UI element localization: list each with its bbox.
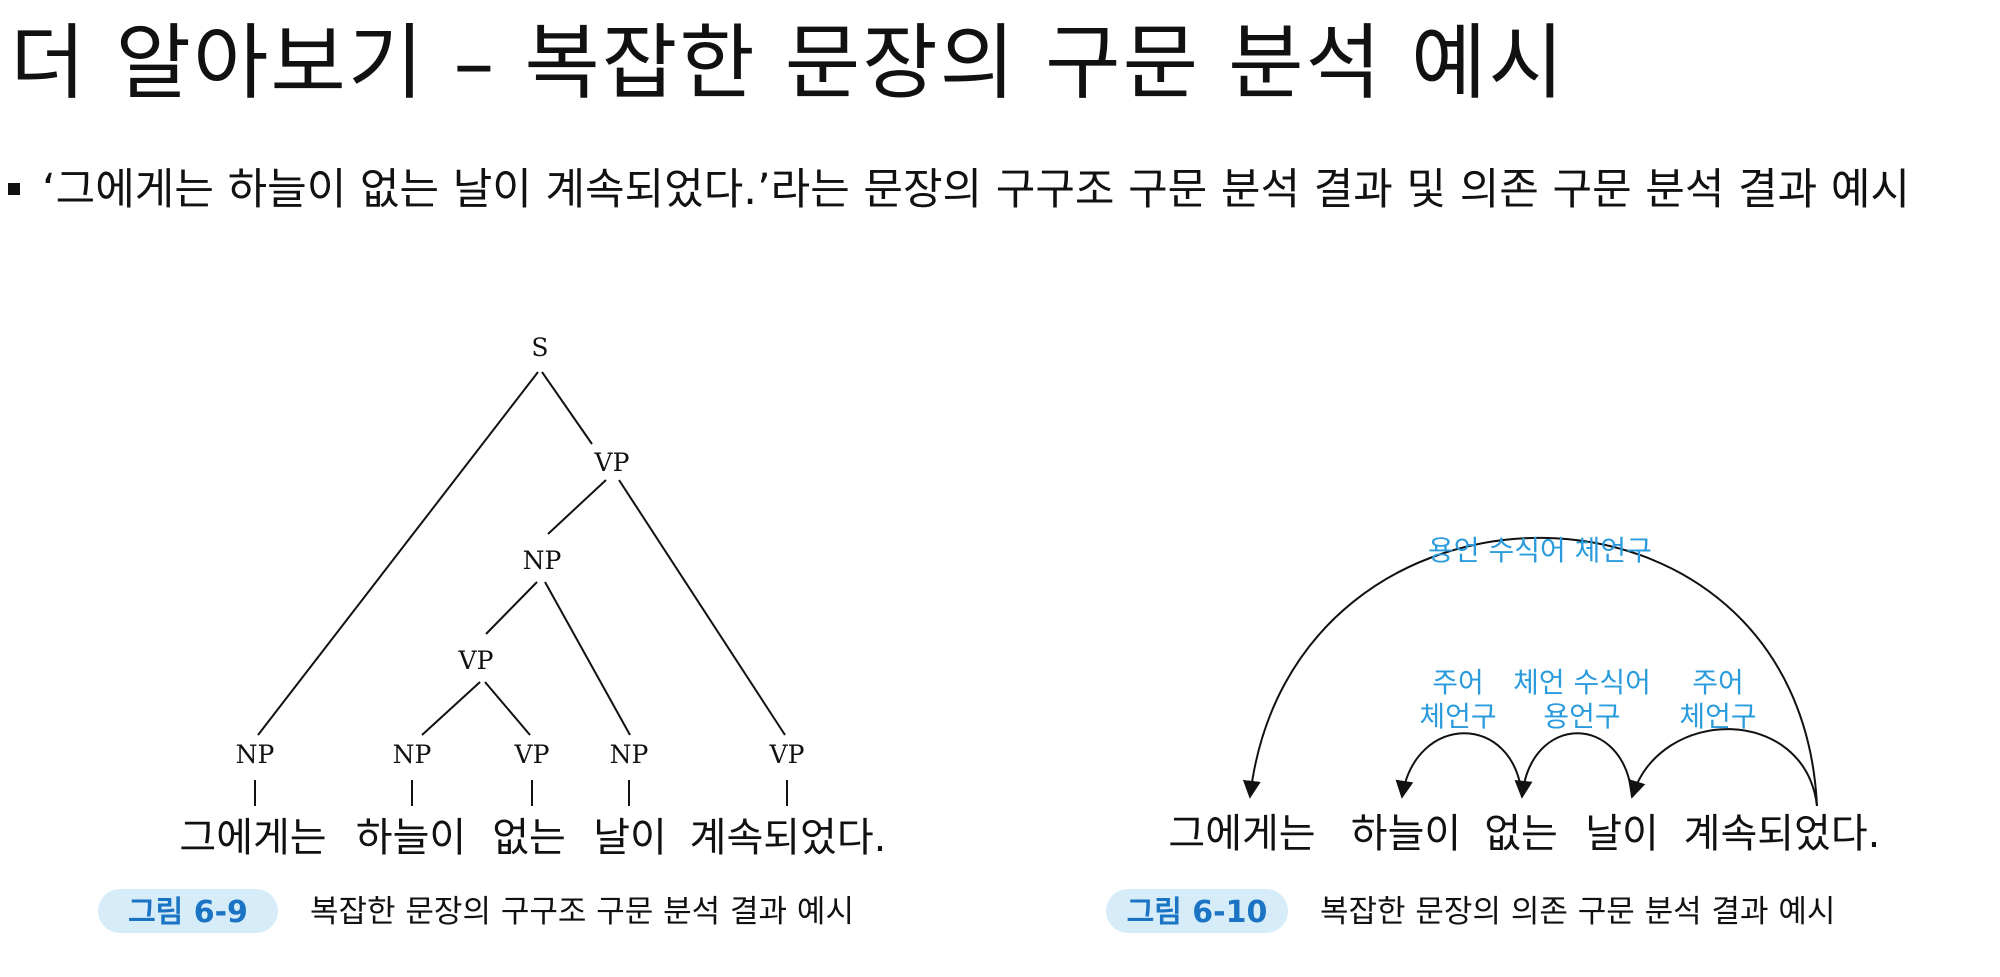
arc-outer (1242, 536, 1818, 807)
arc-label-a-line1: 주어 (1432, 666, 1484, 699)
edge-s-np1 (257, 371, 539, 736)
node-np-mid: NP (523, 546, 562, 575)
arc-a (1395, 732, 1523, 799)
node-vp-3: VP (514, 740, 550, 769)
edge-np-np4 (544, 581, 631, 736)
arc-c (1628, 728, 1818, 807)
tree-word-4: 날이 (593, 815, 667, 861)
node-s: S (531, 333, 548, 362)
caption-text-right: 복잡한 문장의 의존 구문 분석 결과 예시 (1320, 894, 1835, 930)
edge-vp-np (547, 479, 607, 535)
caption-badge-right (1106, 889, 1288, 933)
dep-word-3: 없는 (1484, 811, 1558, 857)
phrase-structure-tree: S VP NP VP NP NP VP NP VP 그에게는 하늘이 없는 날이… (98, 333, 886, 933)
edge-vp-vp5 (618, 479, 786, 736)
dep-word-1: 그에게는 (1168, 811, 1315, 857)
bullet-text-line: ‘그에게는 하늘이 없는 날이 계속되었다.’라는 문장의 구구조 구문 분석 … (8, 162, 1910, 218)
arc-label-b-line1: 체언 수식어 (1513, 666, 1651, 699)
arc-label-c-line1: 주어 (1692, 666, 1744, 699)
caption-badge-left (98, 889, 278, 933)
edge-vp-np2 (421, 681, 481, 736)
tree-word-2: 하늘이 (356, 815, 466, 861)
bullet-square-icon (8, 182, 20, 195)
tree-edges (254, 371, 788, 806)
node-vp-low: VP (458, 646, 494, 675)
bullet-text: ‘그에게는 하늘이 없는 날이 계속되었다.’라는 문장의 구구조 구문 분석 … (42, 165, 1910, 215)
slide-title: 더 알아보기 – 복잡한 문장의 구문 분석 예시 (10, 16, 1566, 111)
dep-word-4: 날이 (1585, 811, 1659, 857)
tree-word-5: 계속되었다. (690, 815, 887, 861)
node-np-1: NP (236, 740, 275, 769)
edge-s-vp (541, 371, 593, 445)
node-vp-top: VP (594, 448, 630, 477)
caption-tag-left: 그림 6-9 (128, 895, 248, 930)
caption-text-left: 복잡한 문장의 구구조 구문 분석 결과 예시 (310, 894, 854, 930)
dep-word-5: 계속되었다. (1684, 811, 1881, 857)
tree-word-3: 없는 (492, 815, 566, 861)
node-np-2: NP (393, 740, 432, 769)
arc-label-a-line2: 체언구 (1419, 700, 1496, 733)
node-vp-5: VP (769, 740, 805, 769)
dependency-arcs (1242, 536, 1818, 807)
arc-label-outer: 용언 수식어 체언구 (1428, 534, 1652, 567)
dep-word-2: 하늘이 (1351, 811, 1461, 857)
edge-vp-vp3 (484, 681, 531, 736)
node-np-4: NP (610, 740, 649, 769)
edge-np-vp (485, 581, 538, 635)
dependency-parse: 용언 수식어 체언구 주어 체언구 체언 수식어 용언구 주어 체언구 그에게는… (1106, 534, 1880, 933)
arc-b (1514, 732, 1633, 799)
arc-label-c-line2: 체언구 (1679, 700, 1756, 733)
caption-tag-right: 그림 6-10 (1127, 895, 1268, 930)
arc-label-b-line2: 용언구 (1543, 700, 1620, 733)
tree-word-1: 그에게는 (179, 815, 326, 861)
